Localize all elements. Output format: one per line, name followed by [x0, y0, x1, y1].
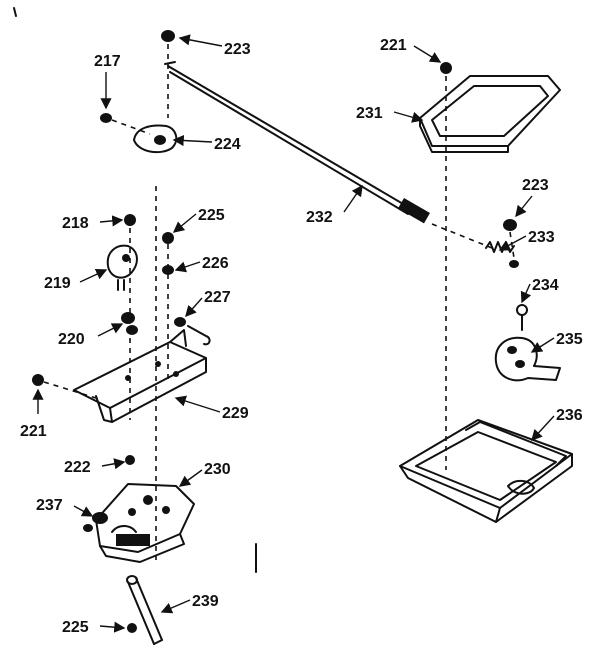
callout-226: 226 — [202, 255, 229, 272]
part-222-screw — [125, 455, 135, 465]
part-223-top-nut — [161, 30, 175, 42]
callout-221-left: 221 — [20, 423, 47, 440]
part-217-screw — [100, 113, 112, 123]
part-220-washer — [121, 312, 138, 335]
part-231-bezel — [419, 75, 561, 153]
part-239-shaft — [126, 575, 163, 645]
callout-234: 234 — [532, 277, 559, 294]
stray-mark — [13, 7, 17, 17]
part-219-clip — [106, 244, 138, 291]
part-221-left-screw — [32, 374, 44, 386]
callout-225-top: 225 — [198, 207, 225, 224]
callout-227: 227 — [204, 289, 231, 306]
part-236-tray — [399, 419, 573, 523]
part-226-nut — [162, 265, 174, 275]
callout-237: 237 — [36, 497, 63, 514]
callout-231: 231 — [356, 105, 383, 122]
part-218-screw — [124, 214, 136, 226]
callout-235: 235 — [556, 331, 583, 348]
callout-223-top: 223 — [224, 41, 251, 58]
part-229-plate — [73, 329, 207, 423]
part-224-bracket — [133, 124, 178, 154]
callout-219: 219 — [44, 275, 71, 292]
part-230-switch — [95, 483, 195, 563]
callout-232: 232 — [306, 209, 333, 226]
part-234-screw — [516, 304, 528, 331]
part-221-top-right-screw — [440, 62, 452, 74]
callout-230: 230 — [204, 461, 231, 478]
callout-239: 239 — [192, 593, 219, 610]
callout-236: 236 — [556, 407, 583, 424]
callout-222: 222 — [64, 459, 91, 476]
part-232-rod — [164, 61, 430, 224]
part-225-top-screw — [162, 232, 174, 244]
part-227-spring-clip — [174, 317, 211, 346]
part-237-terminal — [83, 512, 108, 532]
callout-217: 217 — [94, 53, 121, 70]
callout-220: 220 — [58, 331, 85, 348]
callout-223-right: 223 — [522, 177, 549, 194]
callout-221-top-right: 221 — [380, 37, 407, 54]
callout-225-bottom: 225 — [62, 619, 89, 636]
callout-233: 233 — [528, 229, 555, 246]
callout-224: 224 — [214, 136, 241, 153]
callout-229: 229 — [222, 405, 249, 422]
part-225-bottom-screw — [127, 623, 137, 633]
part-223-right-nut — [503, 219, 517, 231]
part-235-bracket — [494, 336, 561, 382]
callout-218: 218 — [62, 215, 89, 232]
